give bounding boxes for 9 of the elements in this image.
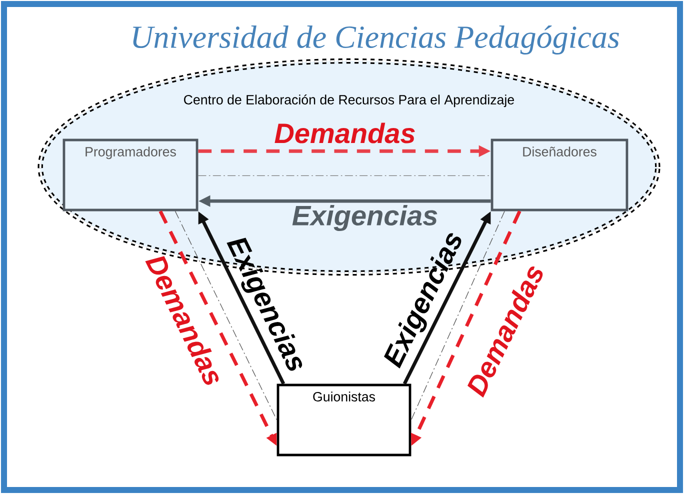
connector-line [410,210,505,420]
edge-label: Demandas [274,122,415,144]
edge-label: Exigencias [292,204,438,232]
role-box: Programadores [62,138,198,212]
connector-line [174,210,278,420]
title: Universidad de Ciencias Pedagógicas [133,26,619,55]
role-box: Diseñadores [490,138,628,212]
connector-line [198,175,492,176]
role-box: Guionistas [276,384,412,456]
